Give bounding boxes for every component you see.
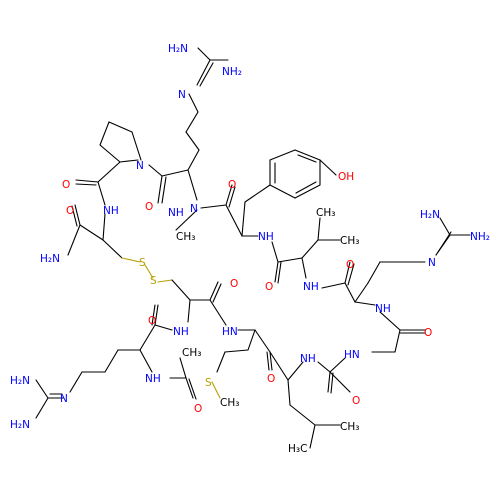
atom-o-arg1-co: O <box>145 201 153 213</box>
atom-h3c-leu: H₃C <box>288 443 307 455</box>
atom-nh-tyr: NH <box>258 231 274 243</box>
atom-oh-tyr: OH <box>338 171 354 183</box>
atom-nh2-arg2: NH₂ <box>470 231 490 243</box>
atom-ch3-met: CH₃ <box>220 397 239 409</box>
atom-n-imine-top: N <box>178 89 186 101</box>
atom-s-met: S <box>205 377 212 389</box>
atom-o-arg3-co: O <box>148 315 156 327</box>
atom-o-acetyl: O <box>194 403 202 415</box>
atom-ch3-val-b: CH₃ <box>340 235 359 247</box>
atom-nh-met: HN <box>222 326 238 338</box>
atom-o-leu-co: O <box>352 395 360 407</box>
atom-nh-arg1: NH <box>168 207 184 219</box>
atom-nh-val: NH <box>303 281 319 293</box>
atom-ch3-val-a: CH₃ <box>316 207 335 219</box>
atom-o-gly-co: O <box>424 327 432 339</box>
atom-ch3-nme: CH₃ <box>176 231 195 243</box>
atom-h2n-arg3-bottom: H₂N <box>10 419 30 431</box>
bond-layer <box>35 47 471 449</box>
atom-labels: H₂N NH₂ N OH N O O NH O N O H₂N NH S S O… <box>10 43 490 455</box>
atom-o-tyr-co: O <box>228 179 236 191</box>
atom-ch3-leu: CH₃ <box>340 421 359 433</box>
atom-o-met-co: O <box>267 373 275 385</box>
atom-o-pro-co: O <box>62 179 70 191</box>
atom-nh-gly: HN <box>344 349 360 361</box>
atom-o-val-co: O <box>265 281 273 293</box>
atom-n-pro: N <box>136 160 144 172</box>
atom-h2n-arg3-top: H₂N <box>10 375 30 387</box>
atom-nh-arg2: NH <box>375 303 391 315</box>
atom-n-methyl: N <box>190 203 198 215</box>
atom-nh-cys2: NH <box>173 326 189 338</box>
atom-s1: S <box>139 257 146 269</box>
atom-nh-cys-top: NH <box>103 205 119 217</box>
atom-h2n-arg2: H₂N <box>420 209 440 221</box>
atom-nh-arg3: NH <box>145 373 161 385</box>
atom-nh-leu: NH <box>300 353 316 365</box>
atom-nh2-top-left: H₂N <box>168 43 188 55</box>
atom-o-amide-term: O <box>66 205 74 217</box>
atom-n-imine-arg2: N <box>428 257 436 269</box>
atom-s2: S <box>150 275 157 287</box>
atom-ch3-acetyl: CH₃ <box>182 347 201 359</box>
atom-nh2-top-right: NH₂ <box>222 66 242 78</box>
atom-n-imine-arg3: N <box>60 393 68 405</box>
atom-nh2-cterm: H₂N <box>40 253 60 265</box>
atom-o-cys2-co: O <box>230 278 238 290</box>
atom-o-arg2-co: O <box>346 259 354 271</box>
